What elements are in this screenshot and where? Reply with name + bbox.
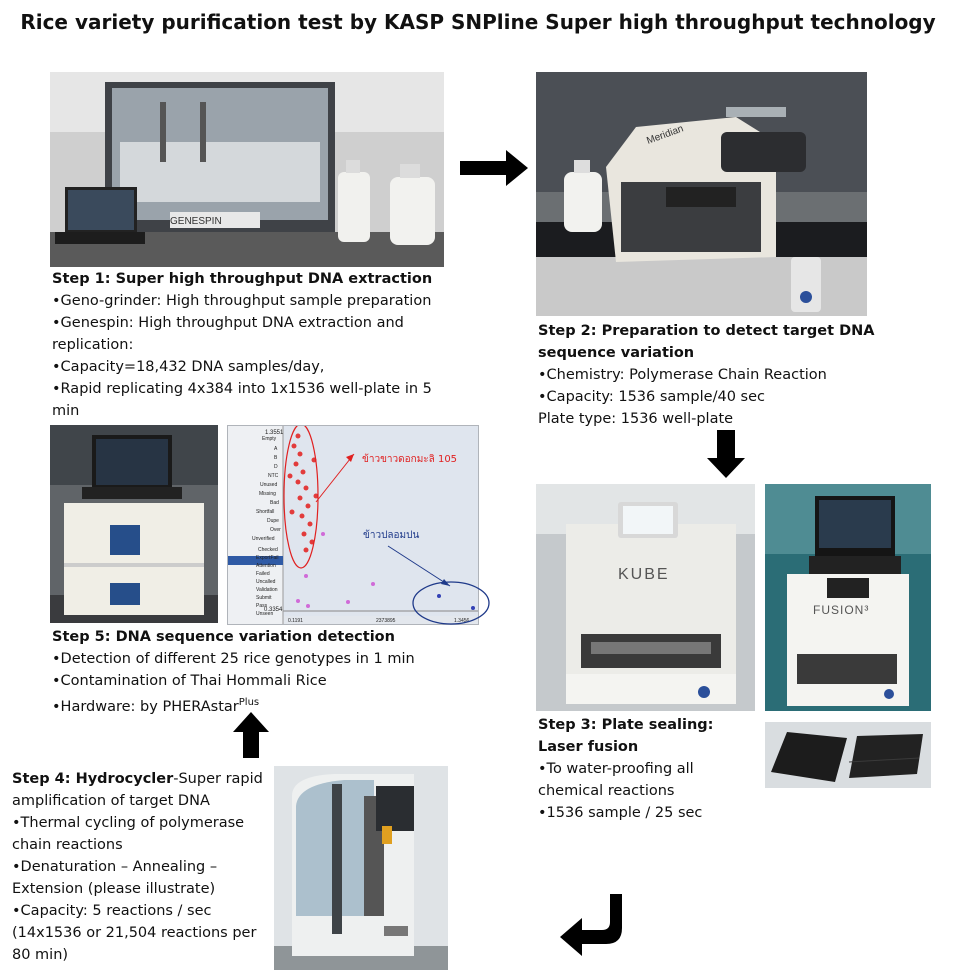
side-item: Dupe bbox=[267, 518, 279, 524]
mixed-rice-label: ข้าวปลอมปน bbox=[363, 529, 419, 541]
top-value: 1.3551 bbox=[265, 430, 284, 436]
menu-item: Unseen bbox=[256, 611, 273, 617]
step1-text: Step 1: Super high throughput DNA extrac… bbox=[52, 268, 452, 422]
step1-bullet: •Genespin: High throughput DNA extractio… bbox=[52, 315, 404, 353]
step4-heading-line: Step 4: Hydrocycler-Super rapid amplific… bbox=[12, 768, 274, 812]
step5-superscript: Plus bbox=[238, 697, 260, 708]
step1-bullet: •Rapid replicating 4x384 into 1x1536 wel… bbox=[52, 381, 432, 419]
step5-hardware-text: •Hardware: by PHERAstar bbox=[52, 698, 239, 715]
step5-heading: Step 5: DNA sequence variation detection bbox=[52, 629, 395, 645]
curved-arrow-icon bbox=[560, 894, 622, 956]
x-left-value: 0.1191 bbox=[288, 618, 303, 624]
step5-bullet: •Contamination of Thai Hommali Rice bbox=[52, 673, 327, 689]
arrow-down-icon bbox=[707, 430, 745, 478]
mixed-cluster-ellipse bbox=[412, 581, 490, 625]
step1-bullet: •Capacity=18,432 DNA samples/day, bbox=[52, 359, 325, 375]
step3-bullet: •To water-proofing all chemical reaction… bbox=[538, 761, 694, 799]
side-item: Missing bbox=[259, 491, 276, 497]
fusion-machine-label: FUSION³ bbox=[813, 603, 869, 617]
menu-list: Checked ExportFail Attention Failed Unca… bbox=[256, 547, 279, 617]
side-item: Shortfall bbox=[256, 509, 274, 515]
step5-bullet: •Detection of different 25 rice genotype… bbox=[52, 651, 415, 667]
step2-bullet: •Chemistry: Polymerase Chain Reaction bbox=[538, 367, 827, 383]
step1-photo-genespin: GENESPIN bbox=[50, 72, 444, 267]
step5-photo-pherastar bbox=[50, 425, 218, 623]
genespin-machine-label: GENESPIN bbox=[170, 216, 222, 227]
step2-bullet: Plate type: 1536 well-plate bbox=[538, 411, 734, 427]
step5-text: Step 5: DNA sequence variation detection… bbox=[52, 626, 492, 718]
step4-text: Step 4: Hydrocycler-Super rapid amplific… bbox=[12, 768, 274, 966]
step3-bullet: •1536 sample / 25 sec bbox=[538, 805, 703, 821]
step4-bullet: •Thermal cycling of polymerase chain rea… bbox=[12, 815, 245, 853]
menu-item: Submit bbox=[256, 595, 272, 601]
arrow-right-icon bbox=[460, 150, 528, 186]
x-right-value: 1.3456 bbox=[454, 618, 470, 624]
step1-heading: Step 1: Super high throughput DNA extrac… bbox=[52, 271, 433, 287]
menu-item: Attention bbox=[256, 563, 276, 569]
menu-item: Checked bbox=[258, 547, 278, 553]
step3-photo-kube: KUBE bbox=[536, 484, 755, 711]
step3-photo-plates bbox=[765, 722, 931, 788]
blue-annotation-line bbox=[387, 545, 451, 587]
red-cluster-ellipse bbox=[283, 426, 319, 569]
step2-heading: Step 2: Preparation to detect target DNA… bbox=[538, 323, 875, 361]
step2-photo-meridian: Meridian bbox=[536, 72, 867, 316]
red-annotation-line bbox=[315, 453, 355, 503]
bottom-value: 0.3354 bbox=[264, 607, 283, 613]
menu-item: Uncalled bbox=[256, 579, 276, 585]
side-item: B bbox=[274, 455, 278, 461]
step2-text: Step 2: Preparation to detect target DNA… bbox=[538, 320, 888, 430]
side-item: Empty bbox=[262, 436, 277, 442]
step4-heading-rest: -Super rapid amplification of target DNA bbox=[12, 771, 263, 809]
side-item: Over bbox=[270, 527, 281, 533]
step4-photo-hydrocycler bbox=[274, 766, 448, 970]
kube-machine-label: KUBE bbox=[618, 566, 670, 583]
side-item: Bad bbox=[270, 500, 279, 506]
step4-bullet: •Capacity: 5 reactions / sec (14x1536 or… bbox=[12, 903, 257, 963]
page-title: Rice variety purification test by KASP S… bbox=[20, 10, 936, 34]
menu-item: Failed bbox=[256, 571, 270, 577]
side-item: Unverified bbox=[252, 536, 275, 542]
step1-bullet: •Geno-grinder: High throughput sample pr… bbox=[52, 293, 432, 309]
side-item: Unused bbox=[260, 482, 277, 488]
mixed-rice-blue-points bbox=[437, 594, 475, 610]
x-mid-value: 2373895 bbox=[376, 618, 396, 624]
side-legend: Empty A B D NTC Unused Missing Bad Short… bbox=[252, 436, 281, 542]
side-item: D bbox=[274, 464, 278, 470]
menu-item: ExportFail bbox=[256, 555, 279, 561]
step5-bullet: •Hardware: by PHERAstarPlus bbox=[52, 692, 492, 718]
step2-bullet: •Capacity: 1536 sample/40 sec bbox=[538, 389, 765, 405]
mixed-rice-points bbox=[296, 532, 375, 608]
menu-item: Validation bbox=[256, 587, 278, 593]
step3-heading: Step 3: Plate sealing: Laser fusion bbox=[538, 717, 714, 755]
step4-bullet: •Denaturation – Annealing – Extension (p… bbox=[12, 859, 218, 897]
side-item: NTC bbox=[268, 473, 279, 479]
menu-item: Pass bbox=[256, 603, 268, 609]
step4-heading: Step 4: Hydrocycler bbox=[12, 771, 174, 787]
step3-text: Step 3: Plate sealing: Laser fusion •To … bbox=[538, 714, 760, 824]
pure-rice-cluster bbox=[287, 433, 319, 553]
arrow-up-icon bbox=[233, 712, 269, 758]
side-item: A bbox=[274, 446, 278, 452]
red-annotation-arrowhead bbox=[346, 454, 354, 462]
step3-photo-fusion: FUSION³ bbox=[765, 484, 931, 711]
step5-analysis-screenshot: 1.3551 0.3354 0.1191 2373895 1.3456 Empt… bbox=[227, 425, 479, 625]
pure-rice-label: ข้าวขาวดอกมะลิ 105 bbox=[362, 453, 457, 465]
